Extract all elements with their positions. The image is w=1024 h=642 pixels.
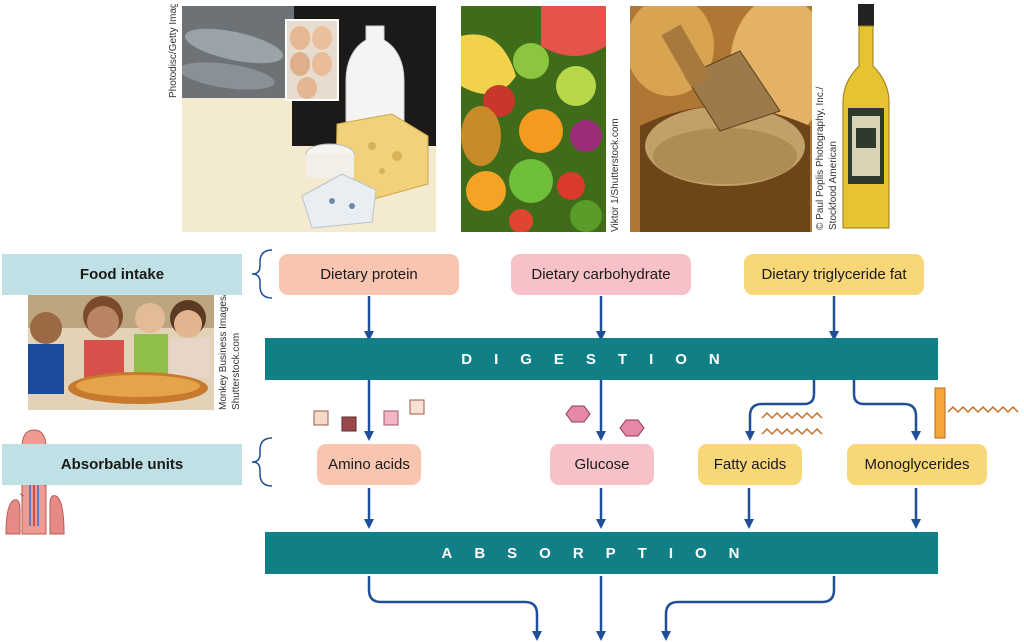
grains-photo (630, 6, 812, 232)
dietary-carbohydrate-box: Dietary carbohydrate (511, 254, 691, 295)
fatty-acids-box: Fatty acids (698, 444, 802, 485)
glucose-molecules (565, 405, 645, 437)
digestion-band: DIGESTION (265, 338, 938, 380)
monoglycerides-box: Monoglycerides (847, 444, 987, 485)
protein-foods-photo (182, 6, 436, 232)
carbohydrate-foods-photo (461, 6, 606, 232)
olive-oil-photo (838, 4, 894, 234)
food-intake-label: Food intake (2, 254, 242, 295)
amino-acid-molecules (313, 399, 425, 432)
monoglyceride-molecule (934, 387, 1019, 439)
amino-acids-box: Amino acids (317, 444, 421, 485)
dietary-triglyceride-fat-box: Dietary triglyceride fat (744, 254, 924, 295)
glucose-box: Glucose (550, 444, 654, 485)
absorbable-units-label: Absorbable units (2, 444, 242, 485)
fatty-acid-molecules (761, 411, 823, 436)
dietary-protein-box: Dietary protein (279, 254, 459, 295)
kids-eating-pizza-photo (28, 288, 214, 410)
brace-absorbable-units (251, 437, 273, 487)
brace-food-intake (251, 249, 273, 299)
absorption-band: ABSORPTION (265, 532, 938, 574)
